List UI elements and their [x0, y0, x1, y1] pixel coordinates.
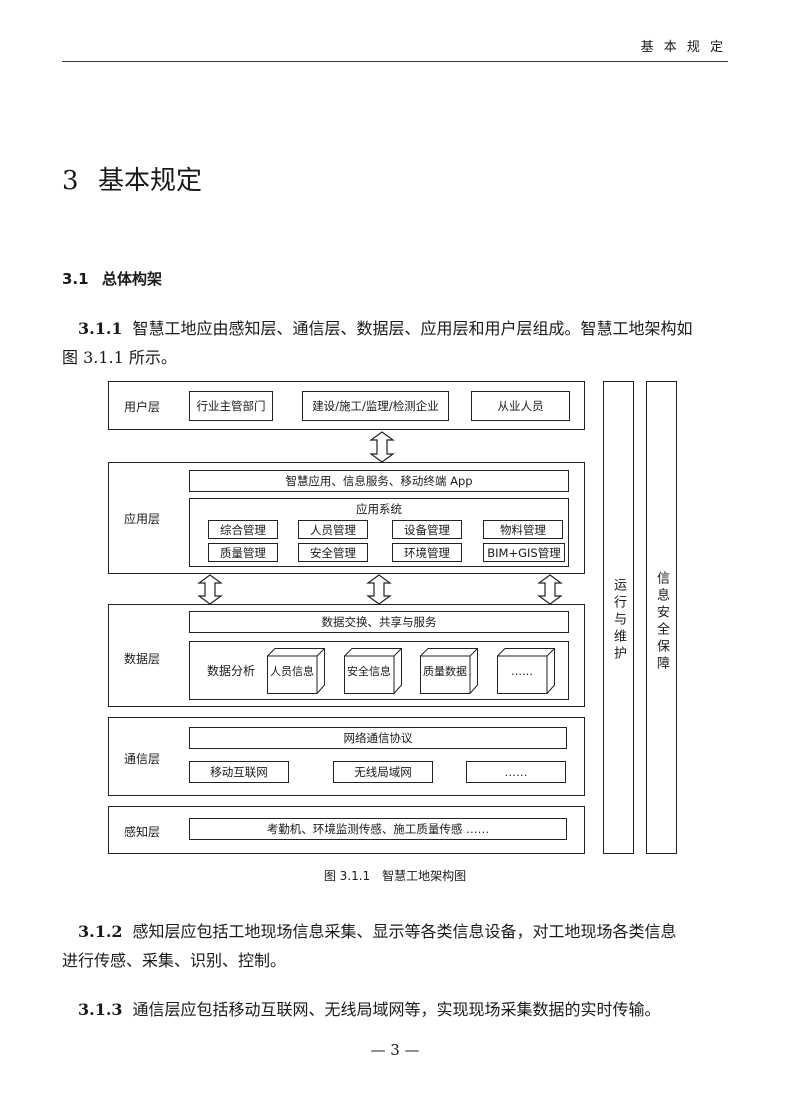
double-arrow: [197, 574, 223, 605]
sense-layer-box: [108, 806, 585, 854]
ops-maintenance-label: 运行与维护: [611, 578, 626, 663]
app-module: 质量管理: [208, 543, 278, 562]
double-arrow: [369, 431, 395, 463]
data-analysis-box: [189, 641, 569, 700]
comm-item: 移动互联网: [189, 761, 289, 783]
ops-maintenance-box: [603, 381, 634, 854]
comm-top-bar: 网络通信协议: [189, 727, 567, 749]
app-module: BIM+GIS管理: [483, 543, 565, 562]
clause-text-cont: 进行传感、采集、识别、控制。: [62, 951, 287, 970]
clause-3-1-3: 3.1.3 通信层应包括移动互联网、无线局域网等，实现现场采集数据的实时传输。: [62, 995, 726, 1024]
app-layer-label: 应用层: [124, 512, 161, 526]
app-module: 设备管理: [392, 520, 462, 539]
comm-layer-label: 通信层: [124, 752, 161, 766]
cube-shape: [420, 648, 478, 694]
data-analysis-label: 数据分析: [207, 664, 256, 678]
double-arrow: [366, 574, 392, 605]
user-layer-box: [108, 381, 585, 430]
app-module: 人员管理: [298, 520, 368, 539]
cube-shape: [267, 648, 325, 694]
app-module: 安全管理: [298, 543, 368, 562]
data-cube-quality: 质量数据: [420, 648, 478, 694]
app-system-title: 应用系统: [356, 502, 402, 516]
app-layer-box: [108, 462, 585, 574]
data-top-bar: 数据交换、共享与服务: [189, 611, 569, 633]
header-rule: [62, 61, 728, 62]
cube-shape: [497, 648, 555, 694]
chapter-heading: 3 基本规定: [62, 160, 202, 197]
sense-layer-label: 感知层: [124, 825, 161, 839]
app-module: 综合管理: [208, 520, 278, 539]
clause-text: 感知层应包括工地现场信息采集、显示等各类信息设备，对工地现场各类信息: [132, 922, 677, 941]
app-top-bar: 智慧应用、信息服务、移动终端 App: [189, 470, 569, 492]
cube-shape: [344, 648, 402, 694]
double-arrow: [537, 574, 563, 605]
user-item: 从业人员: [471, 391, 570, 421]
cube-text: 安全信息: [347, 665, 391, 678]
section-title: 总体构架: [102, 270, 163, 288]
clause-text: 通信层应包括移动互联网、无线局域网等，实现现场采集数据的实时传输。: [132, 1000, 661, 1019]
app-system-box: [189, 498, 569, 567]
section-number: 3.1: [62, 270, 89, 288]
comm-item: ……: [466, 761, 566, 783]
data-cube-more: ……: [497, 648, 555, 694]
data-cube-personnel: 人员信息: [267, 648, 325, 694]
user-layer-label: 用户层: [124, 400, 161, 414]
comm-layer-box: [108, 717, 585, 796]
user-item: 行业主管部门: [189, 391, 273, 421]
chapter-title: 基本规定: [98, 166, 203, 196]
app-module: 物料管理: [483, 520, 563, 539]
data-layer-box: [108, 604, 585, 707]
clause-text-cont: 图 3.1.1 所示。: [62, 348, 177, 367]
cube-text: ……: [511, 665, 533, 678]
section-heading: 3.1 总体构架: [62, 268, 162, 289]
security-label: 信息安全保障: [654, 571, 669, 673]
chapter-number: 3: [62, 166, 79, 196]
user-item: 建设/施工/监理/检测企业: [302, 391, 449, 421]
data-layer-label: 数据层: [124, 652, 161, 666]
cube-text: 质量数据: [423, 665, 467, 678]
app-module: 环境管理: [392, 543, 462, 562]
clause-number: 3.1.1: [78, 319, 123, 338]
security-box: [646, 381, 677, 854]
comm-item: 无线局域网: [333, 761, 433, 783]
cube-text: 人员信息: [270, 665, 314, 678]
sense-bar: 考勤机、环境监测传感、施工质量传感 ……: [189, 818, 567, 840]
clause-3-1-1: 3.1.1 智慧工地应由感知层、通信层、数据层、应用层和用户层组成。智慧工地架构如…: [62, 314, 726, 372]
data-cube-safety: 安全信息: [344, 648, 402, 694]
running-header: 基 本 规 定: [640, 40, 726, 55]
clause-number: 3.1.3: [78, 1000, 123, 1019]
figure-caption: 图 3.1.1 智慧工地架构图: [323, 869, 467, 883]
clause-text: 智慧工地应由感知层、通信层、数据层、应用层和用户层组成。智慧工地架构如: [132, 319, 693, 338]
page-number: — 3 —: [370, 1041, 420, 1059]
clause-number: 3.1.2: [78, 922, 123, 941]
